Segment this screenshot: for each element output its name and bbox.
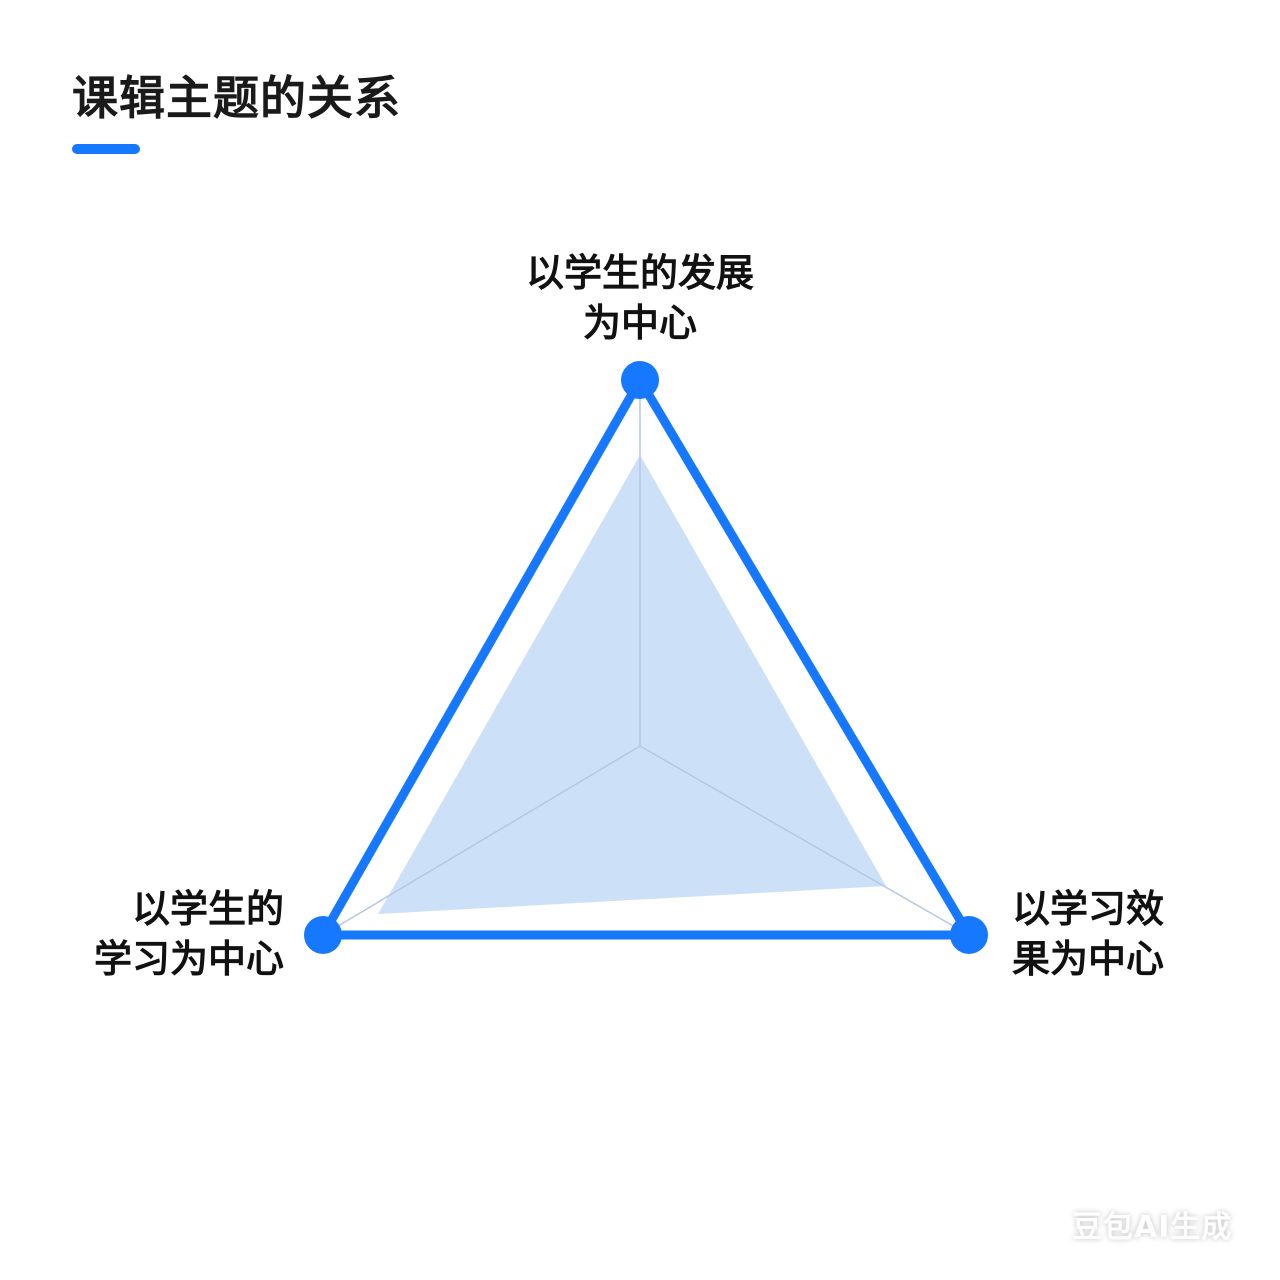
- watermark: 豆包AI生成: [1072, 1210, 1233, 1245]
- vertex-label-top-line1: 以学生的发展: [525, 251, 754, 295]
- axis-line-right: [639, 745, 970, 936]
- inner-fill-area: [378, 455, 886, 914]
- vertex-label-right-line2: 果为中心: [1012, 937, 1165, 981]
- vertex-label-left: 以学生的 学习为中心: [40, 884, 284, 984]
- vertex-label-right-line1: 以学习效: [1012, 887, 1165, 931]
- vertex-label-top-line2: 为中心: [582, 301, 697, 345]
- title-underline: [72, 144, 140, 154]
- vertex-dot-left: [304, 916, 342, 954]
- vertex-label-top: 以学生的发展 为中心: [440, 248, 840, 348]
- page-title: 课辑主题的关系: [72, 71, 401, 125]
- vertex-dot-top: [621, 361, 659, 399]
- axis-line-left: [322, 745, 641, 936]
- vertex-label-right: 以学习效 果为中心: [1012, 884, 1164, 984]
- outer-triangle-outline: [318, 375, 974, 940]
- vertex-dot-right: [950, 916, 988, 954]
- vertex-label-left-line2: 学习为中心: [93, 937, 284, 981]
- vertex-label-left-line1: 以学生的: [131, 887, 284, 931]
